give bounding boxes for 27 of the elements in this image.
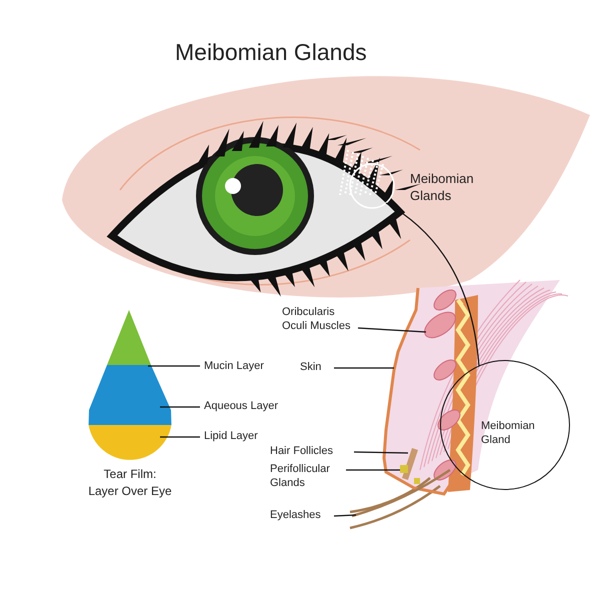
leader-line bbox=[354, 451, 408, 454]
leader-line bbox=[334, 514, 356, 517]
leader-line bbox=[148, 365, 200, 367]
leader-line bbox=[358, 327, 426, 333]
leader-line bbox=[334, 367, 394, 369]
lipid-layer bbox=[88, 425, 172, 460]
part-label: Lipid Layer bbox=[200, 429, 280, 443]
eyelash bbox=[352, 468, 451, 518]
mucin-layer bbox=[107, 310, 151, 365]
title: Meibomian Glands bbox=[175, 38, 367, 67]
leader-line bbox=[160, 436, 200, 438]
part-label: Aqueous Layer bbox=[200, 399, 290, 413]
muscle-bundle bbox=[424, 312, 456, 338]
part-label: Mucin Layer bbox=[200, 359, 280, 373]
caption: Tear Film: Layer Over Eye bbox=[88, 466, 172, 500]
connector-line bbox=[386, 202, 480, 366]
part-label: Eyelashes bbox=[270, 508, 334, 522]
part-label: Meibomian Gland bbox=[481, 419, 536, 447]
aqueous-layer bbox=[88, 365, 172, 425]
part-label: Hair Follicles bbox=[270, 444, 354, 458]
magnified-area-circle bbox=[349, 163, 395, 209]
part-label: Skin bbox=[300, 360, 334, 374]
leader-line bbox=[346, 469, 400, 471]
leader-line bbox=[160, 406, 200, 408]
part-label: Perifollicular Glands bbox=[270, 462, 346, 490]
annotation: Meibomian Glands bbox=[410, 170, 475, 204]
part-label: Oribcularis Oculi Muscles bbox=[282, 305, 358, 333]
